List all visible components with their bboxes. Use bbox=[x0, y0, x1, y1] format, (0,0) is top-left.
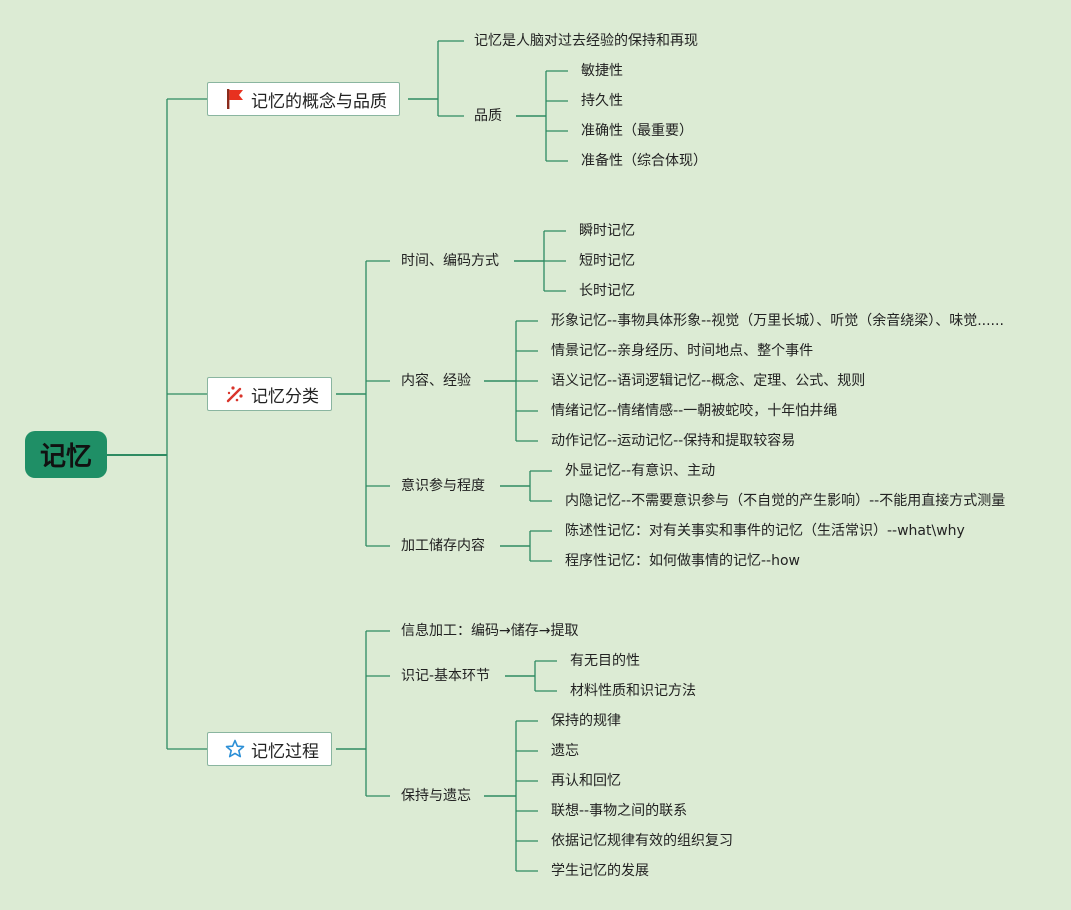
leaf-process-item[interactable]: 有无目的性 bbox=[570, 653, 640, 669]
star-icon bbox=[224, 738, 246, 760]
leaf-memory-type[interactable]: 情绪记忆--情绪情感--一朝被蛇咬，十年怕井绳 bbox=[551, 403, 838, 419]
leaf-quality[interactable]: 敏捷性 bbox=[581, 63, 623, 79]
subtopic-information-processing[interactable]: 信息加工：编码→储存→提取 bbox=[401, 623, 579, 639]
leaf-memory-type[interactable]: 语义记忆--语词逻辑记忆--概念、定理、公式、规则 bbox=[551, 373, 866, 389]
branch-label: 记忆分类 bbox=[251, 386, 319, 407]
branch-process[interactable]: 记忆过程 bbox=[207, 732, 332, 766]
branch-concept[interactable]: 记忆的概念与品质 bbox=[207, 82, 400, 116]
leaf-process-item[interactable]: 联想--事物之间的联系 bbox=[551, 803, 688, 819]
leaf-memory-type[interactable]: 程序性记忆：如何做事情的记忆--how bbox=[565, 553, 800, 569]
leaf-quality[interactable]: 持久性 bbox=[581, 93, 623, 109]
subtopic-retention-forgetting[interactable]: 保持与遗忘 bbox=[401, 788, 471, 804]
subtopic-encoding[interactable]: 识记-基本环节 bbox=[401, 668, 491, 684]
sparkle-icon bbox=[224, 383, 246, 405]
root-node[interactable]: 记忆 bbox=[25, 431, 107, 478]
leaf-process-item[interactable]: 再认和回忆 bbox=[551, 773, 621, 789]
subtopic-processing-storage[interactable]: 加工储存内容 bbox=[401, 538, 485, 554]
leaf-process-item[interactable]: 材料性质和识记方法 bbox=[570, 683, 696, 699]
leaf-memory-type[interactable]: 短时记忆 bbox=[579, 253, 635, 269]
leaf-quality[interactable]: 准确性（最重要） bbox=[581, 123, 693, 139]
branch-classification[interactable]: 记忆分类 bbox=[207, 377, 332, 411]
subtopic-content-experience[interactable]: 内容、经验 bbox=[401, 373, 471, 389]
leaf-memory-type[interactable]: 情景记忆--亲身经历、时间地点、整个事件 bbox=[551, 343, 814, 359]
leaf-process-item[interactable]: 保持的规律 bbox=[551, 713, 621, 729]
subtopic-consciousness[interactable]: 意识参与程度 bbox=[401, 478, 485, 494]
subtopic-time-encoding[interactable]: 时间、编码方式 bbox=[401, 253, 499, 269]
flag-icon bbox=[224, 88, 246, 110]
leaf-memory-type[interactable]: 长时记忆 bbox=[579, 283, 635, 299]
branch-label: 记忆的概念与品质 bbox=[251, 91, 387, 112]
subtopic-quality[interactable]: 品质 bbox=[474, 108, 502, 124]
branch-label: 记忆过程 bbox=[251, 741, 319, 762]
leaf-memory-type[interactable]: 内隐记忆--不需要意识参与（不自觉的产生影响）--不能用直接方式测量 bbox=[565, 493, 1006, 509]
leaf-memory-type[interactable]: 动作记忆--运动记忆--保持和提取较容易 bbox=[551, 433, 796, 449]
leaf-memory-type[interactable]: 陈述性记忆：对有关事实和事件的记忆（生活常识）--what\why bbox=[565, 523, 965, 539]
leaf-process-item[interactable]: 遗忘 bbox=[551, 743, 579, 759]
leaf-memory-type[interactable]: 外显记忆--有意识、主动 bbox=[565, 463, 716, 479]
leaf-memory-type[interactable]: 瞬时记忆 bbox=[579, 223, 635, 239]
leaf-process-item[interactable]: 依据记忆规律有效的组织复习 bbox=[551, 833, 733, 849]
concept-definition[interactable]: 记忆是人脑对过去经验的保持和再现 bbox=[474, 33, 698, 49]
leaf-quality[interactable]: 准备性（综合体现） bbox=[581, 153, 707, 169]
leaf-process-item[interactable]: 学生记忆的发展 bbox=[551, 863, 649, 879]
leaf-memory-type[interactable]: 形象记忆--事物具体形象--视觉（万里长城）、听觉（余音绕梁）、味觉...... bbox=[551, 313, 1004, 329]
